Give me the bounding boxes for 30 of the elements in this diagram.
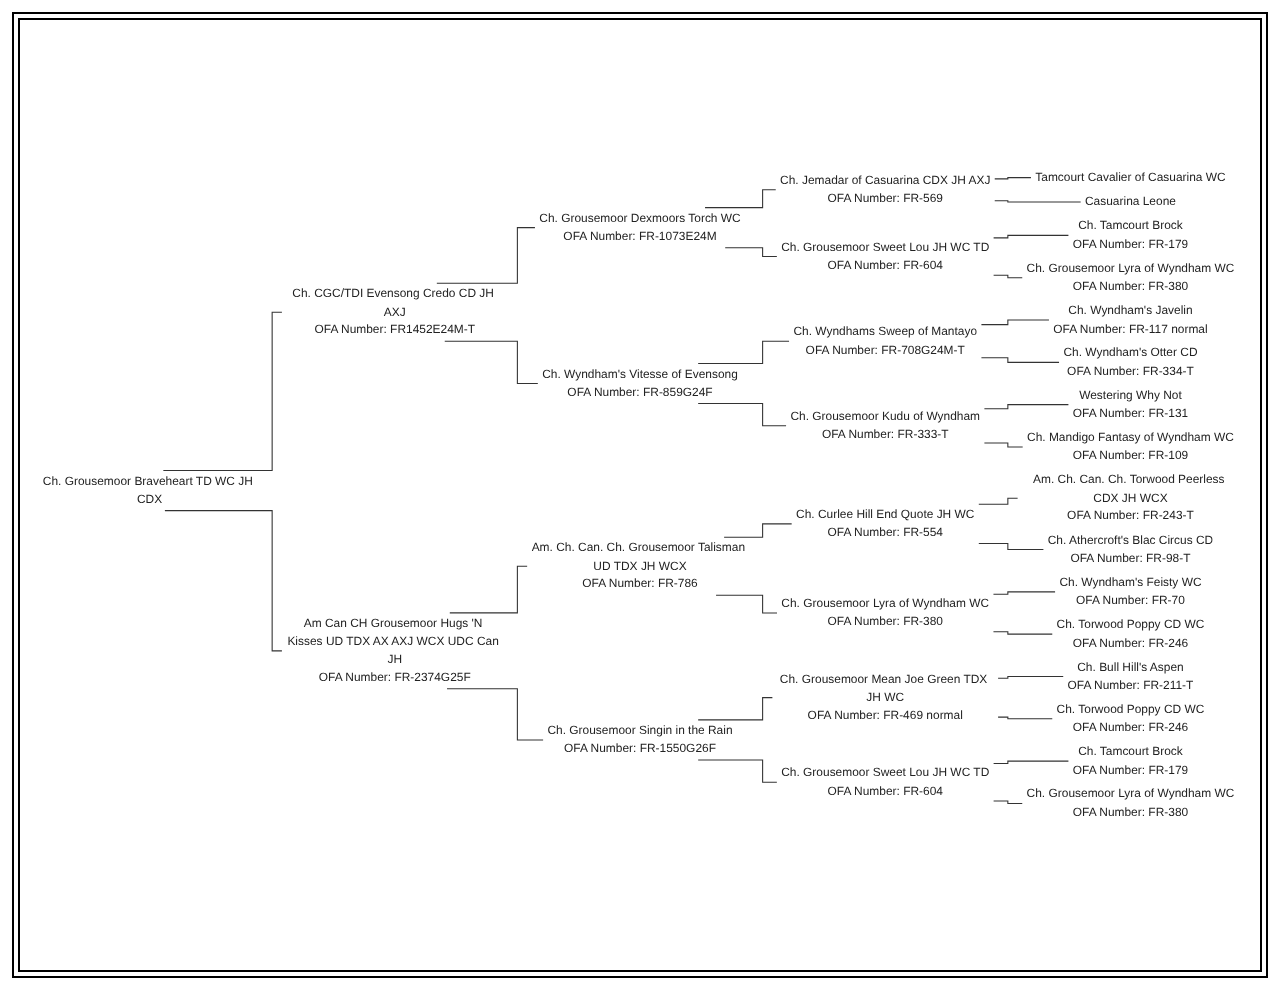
connector	[715, 594, 778, 614]
connector	[164, 510, 283, 652]
connector	[997, 675, 1064, 679]
connector	[446, 688, 544, 741]
connector	[994, 200, 1082, 203]
connector	[980, 319, 1050, 326]
connector	[983, 442, 1024, 448]
connector	[697, 697, 773, 721]
connector	[697, 340, 790, 364]
connector	[724, 247, 778, 258]
connector	[980, 357, 1060, 363]
connector	[697, 403, 787, 427]
connector	[983, 404, 1069, 410]
connector	[993, 760, 1069, 765]
connector	[723, 523, 793, 538]
connector	[993, 800, 1023, 804]
connector	[992, 631, 1053, 635]
connector	[997, 716, 1053, 720]
connector	[704, 189, 777, 209]
connector	[697, 759, 778, 783]
connector	[978, 542, 1044, 551]
connector	[994, 177, 1032, 180]
connector	[162, 311, 283, 471]
connector	[993, 234, 1069, 239]
connector	[978, 497, 1019, 505]
connector	[444, 340, 539, 385]
connector	[993, 274, 1023, 279]
connector	[992, 591, 1056, 595]
connector	[449, 565, 528, 614]
connector	[436, 227, 536, 284]
